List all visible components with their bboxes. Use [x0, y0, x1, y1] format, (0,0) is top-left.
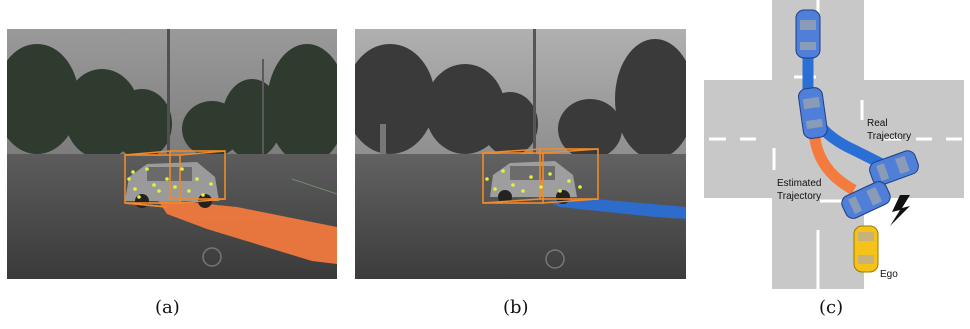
hood-ornament: [545, 249, 565, 269]
camera-frame-b: [355, 29, 686, 279]
hood-ornament: [202, 247, 222, 267]
ego-car: [853, 225, 879, 273]
intersection-svg: Real Trajectory Estimated Trajectory Ego: [704, 0, 964, 289]
lamp-pole: [533, 29, 536, 159]
caption-c: (c): [819, 297, 844, 318]
real-trajectory-label-1: Real: [867, 118, 888, 129]
collision-icon: [890, 195, 910, 226]
lamp-pole-2: [262, 59, 264, 159]
caption-a: (a): [155, 297, 180, 318]
feature-points: [127, 167, 213, 199]
scene-b-svg: [355, 29, 686, 279]
bounding-box-3d: [124, 150, 226, 208]
ego-label: Ego: [880, 269, 898, 280]
bounding-box-3d: [482, 148, 599, 204]
trees: [7, 44, 337, 164]
trees: [355, 39, 686, 159]
caption-b: (b): [503, 297, 529, 318]
lamp-pole: [167, 29, 170, 159]
estimated-trajectory-label-2: Trajectory: [777, 191, 821, 202]
blue-car-mid: [798, 87, 828, 139]
estimated-trajectory-label-1: Estimated: [777, 178, 821, 189]
real-trajectory-label-2: Trajectory: [867, 131, 911, 142]
blue-car-estimated: [841, 181, 891, 219]
blue-car-top: [795, 9, 821, 59]
blue-car-real: [869, 150, 919, 186]
estimated-trajectory-path: [157, 199, 337, 264]
lane-marking: [291, 178, 337, 195]
sign-post: [380, 124, 386, 154]
intersection-diagram: Real Trajectory Estimated Trajectory Ego: [704, 0, 964, 289]
camera-frame-a: [7, 29, 337, 279]
scene-a-svg: [7, 29, 337, 279]
real-trajectory-path: [545, 199, 686, 219]
feature-points: [485, 169, 582, 193]
